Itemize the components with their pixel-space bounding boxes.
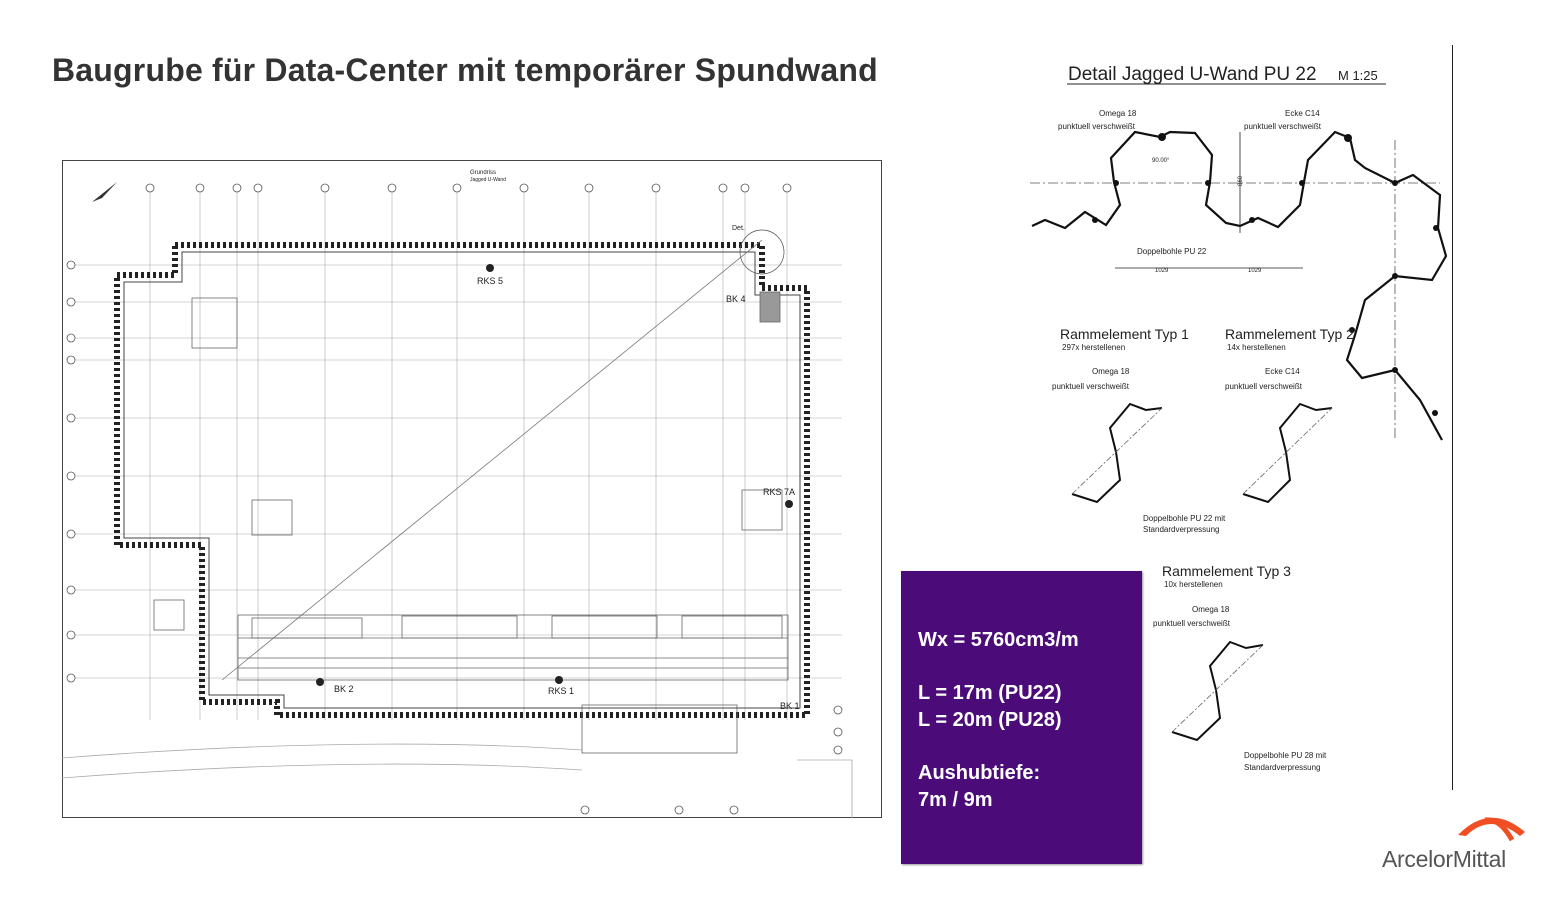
type1-pile: Doppelbohle PU 22 mit [1143, 514, 1226, 523]
type3-pile2: Standardverpressung [1244, 763, 1321, 772]
divider-line [1452, 45, 1453, 790]
type2-title: Rammelement Typ 2 [1225, 326, 1354, 342]
label-rks1: RKS 1 [548, 686, 574, 696]
label-rks5: RKS 5 [477, 276, 503, 286]
label-bk2: BK 2 [334, 684, 354, 694]
length-pu28: L = 20m (PU28) [918, 709, 1062, 731]
site-plan-drawing: Grundriss Jagged U-Wand RKS 5 BK 4 Det. … [62, 160, 882, 818]
label-rks7a: RKS 7A [763, 487, 795, 497]
north-arrow-icon [92, 182, 117, 202]
type1-count: 297x herstellenen [1062, 343, 1125, 352]
excavation-depth-value: 7m / 9m [918, 789, 993, 811]
type3-count: 10x herstellenen [1164, 580, 1223, 589]
section-modulus: Wx = 5760cm3/m [918, 629, 1079, 651]
type1-weld: punktuell verschweißt [1052, 382, 1130, 391]
plan-heading: Grundriss [470, 170, 496, 176]
type3-pile: Doppelbohle PU 28 mit [1244, 751, 1327, 760]
detail-scale: M 1:25 [1338, 68, 1378, 83]
type3-title: Rammelement Typ 3 [1162, 563, 1291, 579]
arcelormittal-logo-icon [1458, 817, 1525, 842]
type1-pile2: Standardverpressung [1143, 525, 1220, 534]
dim-1: 1029 [1155, 268, 1169, 274]
dim-2: 1029 [1248, 268, 1262, 274]
label-height: 860 [1238, 175, 1244, 186]
type2-count: 14x herstellenen [1227, 343, 1286, 352]
label-omega-18: Omega 18 [1099, 109, 1137, 118]
plan-subheading: Jagged U-Wand [470, 177, 506, 183]
label-bk1: BK 1 [780, 701, 800, 711]
info-box: Wx = 5760cm3/m L = 17m (PU22) L = 20m (P… [901, 571, 1142, 864]
detail-drawing: Detail Jagged U-Wand PU 22 M 1:25 Omega … [1030, 64, 1448, 772]
slide-title: Baugrube für Data-Center mit temporärer … [52, 52, 878, 88]
label-double-pile: Doppelbohle PU 22 [1137, 247, 1207, 256]
type3-connector: Omega 18 [1192, 605, 1230, 614]
length-pu22: L = 17m (PU22) [918, 682, 1062, 704]
logo-text: ArcelorMittal [1382, 846, 1506, 872]
excavation-depth-label: Aushubtiefe: [918, 762, 1041, 784]
type1-connector: Omega 18 [1092, 367, 1130, 376]
type1-title: Rammelement Typ 1 [1060, 326, 1189, 342]
detail-title: Detail Jagged U-Wand PU 22 [1068, 64, 1317, 85]
label-bk4: BK 4 [726, 294, 746, 304]
label-angle: 90.00° [1152, 158, 1170, 164]
type2-connector: Ecke C14 [1265, 367, 1300, 376]
label-ecke-c14: Ecke C14 [1285, 109, 1320, 118]
type2-weld: punktuell verschweißt [1225, 382, 1303, 391]
label-weld: punktuell verschweißt [1244, 122, 1322, 131]
label-det: Det. [732, 225, 745, 232]
type3-weld: punktuell verschweißt [1153, 619, 1231, 628]
label-weld: punktuell verschweißt [1058, 122, 1136, 131]
sheet-pile-wall [114, 242, 810, 718]
grid-lines [72, 188, 842, 720]
